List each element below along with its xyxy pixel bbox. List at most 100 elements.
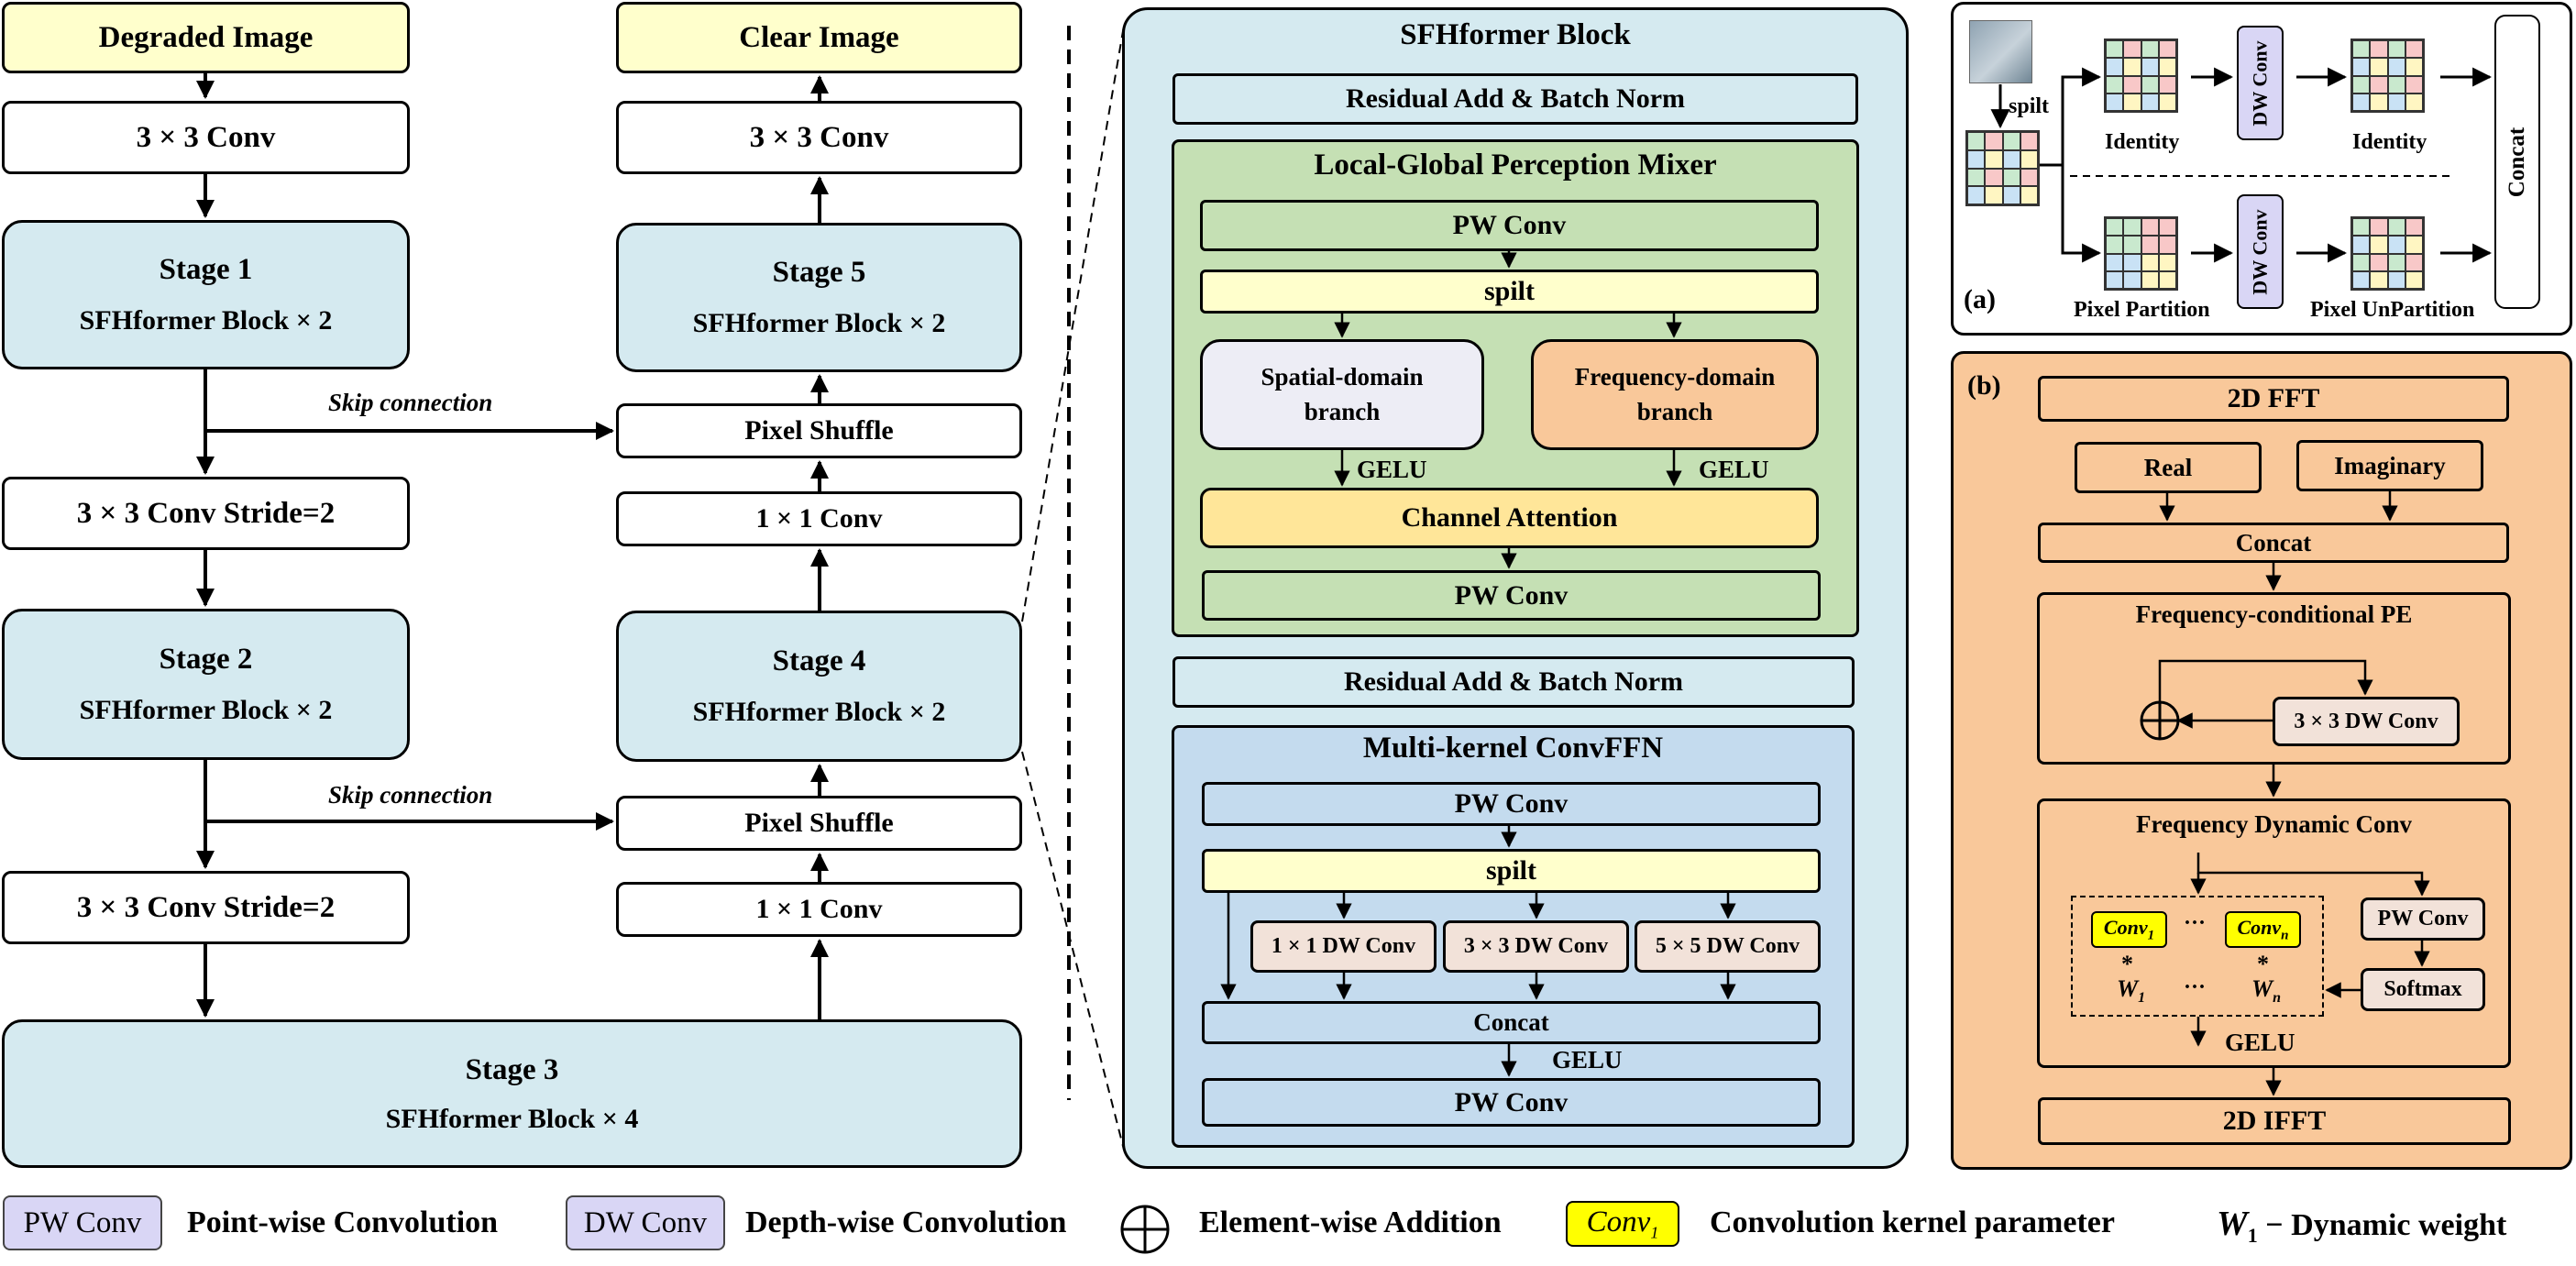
stage2-box: Stage 2 SFHformer Block × 2 bbox=[2, 609, 410, 760]
lgpm-pw-conv-2-label: PW Conv bbox=[1454, 579, 1569, 611]
down-conv2-box: 3 × 3 Conv Stride=2 bbox=[2, 871, 410, 944]
panel-b-concat-label: Concat bbox=[2235, 528, 2312, 556]
dw3-conv-box: 3 × 3 DW Conv bbox=[1443, 920, 1629, 973]
stage1-box: Stage 1 SFHformer Block × 2 bbox=[2, 220, 410, 369]
output-conv-label: 3 × 3 Conv bbox=[749, 120, 889, 154]
pixel-shuffle1-label: Pixel Shuffle bbox=[744, 415, 894, 446]
star-n: * bbox=[2257, 951, 2269, 977]
panel-b-label: (b) bbox=[1967, 370, 2001, 401]
input-grid bbox=[1965, 130, 2040, 206]
dw-conv-top-label: DW Conv bbox=[2248, 39, 2272, 127]
fcpe-dw-conv: 3 × 3 DW Conv bbox=[2273, 697, 2460, 746]
residual-norm-2-label: Residual Add & Batch Norm bbox=[1343, 666, 1684, 697]
channel-attention-box: Channel Attention bbox=[1200, 488, 1819, 548]
lgpm-title: Local-Global Perception Mixer bbox=[1314, 149, 1717, 182]
frequency-branch-box: Frequency-domain branch bbox=[1531, 339, 1819, 450]
w1-label: W bbox=[2117, 975, 2139, 1002]
convn-kernel-label: Conv bbox=[2237, 915, 2282, 939]
legend-dw-box-label: DW Conv bbox=[583, 1205, 708, 1239]
panel-a-label: (a) bbox=[1964, 284, 1996, 314]
fft-box: 2D FFT bbox=[2038, 376, 2509, 422]
dynamic-kernel-group bbox=[2071, 896, 2324, 1017]
conv1x1-2-box: 1 × 1 Conv bbox=[616, 882, 1022, 937]
ffn-concat: Concat bbox=[1202, 1001, 1821, 1044]
stage2-title: Stage 2 bbox=[159, 643, 253, 676]
dw-conv-top: DW Conv bbox=[2237, 26, 2284, 140]
fcpe-title: Frequency-conditional PE bbox=[2135, 600, 2413, 628]
convn-kernel-sub: n bbox=[2281, 928, 2289, 943]
ffn-pw-conv-2: PW Conv bbox=[1202, 1078, 1821, 1127]
legend-dw-box: DW Conv bbox=[566, 1195, 725, 1250]
stage5-title: Stage 5 bbox=[772, 256, 866, 289]
legend-w-text: − Dynamic weight bbox=[2257, 1208, 2507, 1242]
ffn-spilt-label: spilt bbox=[1485, 855, 1537, 886]
partition-grid-out bbox=[2350, 216, 2425, 291]
legend-conv-box-sub: 1 bbox=[1650, 1223, 1659, 1242]
ffn-concat-label: Concat bbox=[1473, 1008, 1549, 1036]
conv1-kernel-label: Conv bbox=[2103, 915, 2148, 939]
stage4-sub: SFHformer Block × 2 bbox=[692, 697, 946, 727]
spatial-branch-label: Spatial-domain branch bbox=[1260, 362, 1424, 425]
down-conv1-label: 3 × 3 Conv Stride=2 bbox=[76, 496, 336, 530]
star-1: * bbox=[2121, 951, 2133, 977]
ifft-label: 2D IFFT bbox=[2222, 1106, 2327, 1136]
residual-norm-1-label: Residual Add & Batch Norm bbox=[1345, 83, 1686, 114]
degraded-image-label: Degraded Image bbox=[98, 20, 314, 54]
fdc-title: Frequency Dynamic Conv bbox=[2136, 810, 2412, 838]
channel-attention-label: Channel Attention bbox=[1401, 502, 1618, 533]
fdc-gelu-label: GELU bbox=[2225, 1029, 2295, 1056]
dw5-conv-box: 5 × 5 DW Conv bbox=[1635, 920, 1821, 973]
stage4-title: Stage 4 bbox=[772, 644, 866, 677]
down-conv1-box: 3 × 3 Conv Stride=2 bbox=[2, 477, 410, 550]
residual-norm-1: Residual Add & Batch Norm bbox=[1172, 73, 1858, 125]
gelu-frequency-label: GELU bbox=[1699, 456, 1769, 483]
stage3-box: Stage 3 SFHformer Block × 4 bbox=[2, 1019, 1022, 1168]
panel-a-concat: Concat bbox=[2494, 15, 2540, 309]
ffn-pw-conv-1: PW Conv bbox=[1202, 782, 1821, 826]
conv1-kernel: Conv1 bbox=[2091, 911, 2167, 948]
ifft-box: 2D IFFT bbox=[2038, 1097, 2511, 1145]
ellipsis-top: ··· bbox=[2184, 911, 2207, 935]
imaginary-box: Imaginary bbox=[2296, 440, 2483, 491]
lgpm-spilt: spilt bbox=[1200, 270, 1819, 314]
down-conv2-label: 3 × 3 Conv Stride=2 bbox=[76, 890, 336, 924]
clear-image-box: Clear Image bbox=[616, 2, 1022, 73]
conv1x1-1-label: 1 × 1 Conv bbox=[755, 503, 883, 534]
gelu-spatial-label: GELU bbox=[1357, 456, 1427, 483]
input-conv-box: 3 × 3 Conv bbox=[2, 101, 410, 174]
stage2-sub: SFHformer Block × 2 bbox=[79, 695, 333, 725]
degraded-image-box: Degraded Image bbox=[2, 2, 410, 73]
legend-pw-box: PW Conv bbox=[3, 1195, 162, 1250]
pixel-unpartition-label: Pixel UnPartition bbox=[2310, 298, 2475, 322]
stage5-sub: SFHformer Block × 2 bbox=[692, 308, 946, 338]
clear-image-label: Clear Image bbox=[739, 20, 899, 54]
lgpm-pw-conv-1: PW Conv bbox=[1200, 200, 1819, 251]
imaginary-label: Imaginary bbox=[2334, 451, 2446, 479]
identity-grid-out bbox=[2350, 39, 2425, 113]
panel-a-concat-label: Concat bbox=[2504, 127, 2530, 197]
spatial-branch-box: Spatial-domain branch bbox=[1200, 339, 1484, 450]
legend-dw-text: Depth-wise Convolution bbox=[745, 1205, 1067, 1239]
pixel-partition-label: Pixel Partition bbox=[2074, 298, 2210, 322]
fcpe-dw-conv-label: 3 × 3 DW Conv bbox=[2294, 709, 2438, 733]
ffn-spilt: spilt bbox=[1202, 849, 1821, 893]
legend-pw-box-label: PW Conv bbox=[23, 1205, 142, 1239]
panel-b-concat: Concat bbox=[2038, 523, 2509, 563]
convffn-title: Multi-kernel ConvFFN bbox=[1362, 732, 1664, 765]
stage3-sub: SFHformer Block × 4 bbox=[385, 1103, 639, 1134]
skip-connection-label-1: Skip connection bbox=[328, 389, 493, 416]
fdc-pw-conv-label: PW Conv bbox=[2377, 907, 2469, 930]
input-conv-label: 3 × 3 Conv bbox=[136, 120, 276, 154]
dw-conv-bottom: DW Conv bbox=[2237, 194, 2284, 309]
dw5-conv-label: 5 × 5 DW Conv bbox=[1655, 934, 1800, 958]
legend-w-symbol: W bbox=[2217, 1205, 2248, 1243]
identity-label-1: Identity bbox=[2105, 130, 2180, 154]
conv1-kernel-sub: 1 bbox=[2147, 928, 2155, 943]
stage4-box: Stage 4 SFHformer Block × 2 bbox=[616, 611, 1022, 762]
panel-a-spilt-label: spilt bbox=[2009, 94, 2050, 118]
ffn-pw-conv-2-label: PW Conv bbox=[1454, 1086, 1569, 1117]
skip-connection-label-2: Skip connection bbox=[328, 781, 493, 809]
output-conv-box: 3 × 3 Conv bbox=[616, 101, 1022, 174]
stage5-box: Stage 5 SFHformer Block × 2 bbox=[616, 223, 1022, 372]
element-wise-add-icon bbox=[1120, 1205, 1170, 1254]
